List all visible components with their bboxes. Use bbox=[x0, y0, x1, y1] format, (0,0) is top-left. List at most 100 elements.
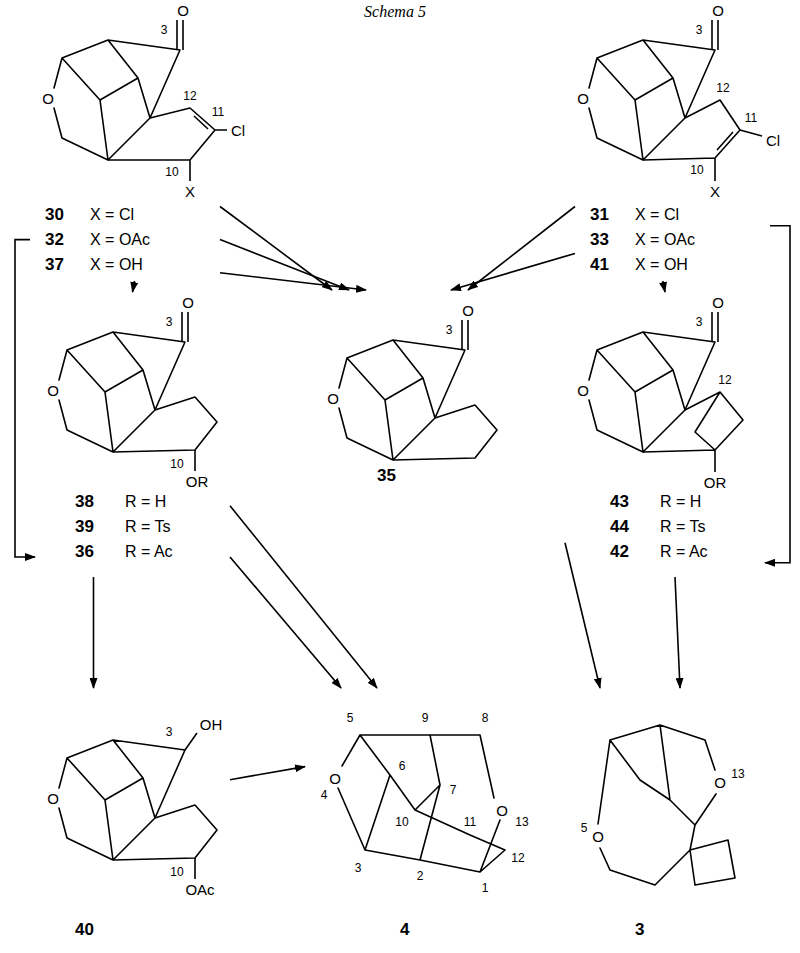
scheme-title: Schema 5 bbox=[363, 4, 427, 20]
compound-number: 3 bbox=[635, 920, 644, 940]
atom-label: OR bbox=[185, 474, 210, 489]
atom-label: 6 bbox=[398, 760, 407, 772]
compound-number: 32 bbox=[45, 230, 64, 250]
atom-label: 7 bbox=[449, 784, 458, 796]
substituent-label: X = Cl bbox=[635, 205, 679, 225]
reaction-arrow bbox=[565, 543, 600, 688]
compound-number: 31 bbox=[590, 205, 609, 225]
atom-label: 13 bbox=[730, 768, 745, 780]
reaction-arrow bbox=[15, 240, 35, 557]
atom-label: Cl bbox=[230, 123, 246, 138]
atom-label: 3 bbox=[165, 316, 174, 328]
atom-label: 4 bbox=[320, 789, 329, 801]
atom-label: OR bbox=[703, 475, 728, 490]
compound-number: 37 bbox=[45, 255, 64, 275]
structure-30 bbox=[54, 20, 227, 181]
substituent-label: R = Ts bbox=[125, 517, 171, 537]
atom-label: O bbox=[326, 391, 340, 406]
atom-label: 8 bbox=[481, 712, 490, 724]
substituent-label: R = H bbox=[660, 492, 701, 512]
atom-label: OAc bbox=[184, 882, 215, 897]
substituent-label: X = OH bbox=[90, 255, 143, 275]
atom-label: 13 bbox=[514, 816, 529, 828]
atom-label: Cl bbox=[765, 133, 781, 148]
compound: 38R = H39R = Ts36R = Ac bbox=[35, 292, 230, 577]
reaction-arrow bbox=[230, 767, 305, 780]
atom-label: X bbox=[184, 184, 196, 199]
structure-38 bbox=[59, 312, 217, 471]
compound-number: 40 bbox=[75, 920, 94, 940]
atom-label: 5 bbox=[580, 822, 589, 834]
compound-number: 38 bbox=[75, 492, 94, 512]
structure-31 bbox=[589, 20, 762, 181]
compound: 43R = H44R = Ts42R = Ac bbox=[565, 292, 765, 577]
atom-label: 12 bbox=[182, 90, 197, 102]
structure-35 bbox=[339, 320, 497, 460]
compound-number: 41 bbox=[590, 255, 609, 275]
compound: 40 bbox=[35, 688, 230, 950]
atom-label: O bbox=[461, 303, 475, 318]
atom-label: O bbox=[41, 91, 55, 106]
atom-label: 10 bbox=[164, 166, 179, 178]
atom-label: 3 bbox=[695, 24, 704, 36]
substituent-label: X = OAc bbox=[635, 230, 695, 250]
compound-number: 43 bbox=[610, 492, 629, 512]
reaction-arrow bbox=[220, 240, 349, 290]
atom-label: X bbox=[709, 184, 721, 199]
atom-label: O bbox=[591, 829, 605, 844]
atom-label: 1 bbox=[481, 882, 490, 894]
atom-label: 5 bbox=[346, 712, 355, 724]
atom-label: 10 bbox=[394, 816, 409, 828]
atom-label: O bbox=[711, 3, 725, 18]
substituent-label: X = Cl bbox=[90, 205, 134, 225]
atom-label: 12 bbox=[510, 852, 525, 864]
atom-label: 3 bbox=[445, 324, 454, 336]
substituent-label: R = Ts bbox=[660, 517, 706, 537]
atom-label: O bbox=[495, 803, 509, 818]
atom-label: 12 bbox=[715, 82, 730, 94]
atom-label: O bbox=[328, 771, 342, 786]
compound: 3 bbox=[560, 688, 760, 950]
atom-label: 10 bbox=[169, 866, 184, 878]
reaction-arrow bbox=[765, 226, 790, 563]
atom-label: O bbox=[181, 295, 195, 310]
atom-label: 10 bbox=[689, 164, 704, 176]
atom-label: 2 bbox=[416, 870, 425, 882]
compound: 31X = Cl33X = OAc41X = OH bbox=[575, 5, 770, 281]
reaction-arrow bbox=[663, 281, 665, 292]
atom-label: 9 bbox=[421, 712, 430, 724]
compound: 4 bbox=[305, 688, 545, 950]
atom-label: 11 bbox=[744, 112, 758, 124]
reaction-arrow bbox=[220, 273, 366, 290]
reaction-arrow bbox=[133, 281, 135, 292]
atom-label: 3 bbox=[165, 726, 174, 738]
atom-label: O bbox=[46, 791, 60, 806]
compound-number: 42 bbox=[610, 542, 629, 562]
structure-43 bbox=[589, 312, 743, 472]
substituent-label: R = H bbox=[125, 492, 166, 512]
atom-label: O bbox=[713, 775, 727, 790]
atom-label: 3 bbox=[695, 316, 704, 328]
structure-3 bbox=[598, 725, 735, 885]
compound: 35 bbox=[315, 290, 485, 490]
atom-label: 12 bbox=[717, 374, 732, 386]
atom-label: OH bbox=[199, 717, 224, 732]
atom-label: O bbox=[576, 91, 590, 106]
atom-label: 3 bbox=[160, 24, 169, 36]
compound-number: 30 bbox=[45, 205, 64, 225]
compound: 30X = Cl32X = OAc37X = OH bbox=[30, 5, 220, 281]
atom-label: 3 bbox=[354, 862, 363, 874]
reaction-arrow bbox=[675, 577, 680, 688]
atom-label: 11 bbox=[211, 106, 225, 118]
atom-label: O bbox=[176, 3, 190, 18]
substituent-label: R = Ac bbox=[660, 542, 708, 562]
atom-label: O bbox=[576, 383, 590, 398]
atom-label: O bbox=[711, 295, 725, 310]
substituent-label: X = OH bbox=[635, 255, 688, 275]
compound-number: 36 bbox=[75, 542, 94, 562]
structure-40 bbox=[59, 733, 217, 879]
compound-number: 39 bbox=[75, 517, 94, 537]
